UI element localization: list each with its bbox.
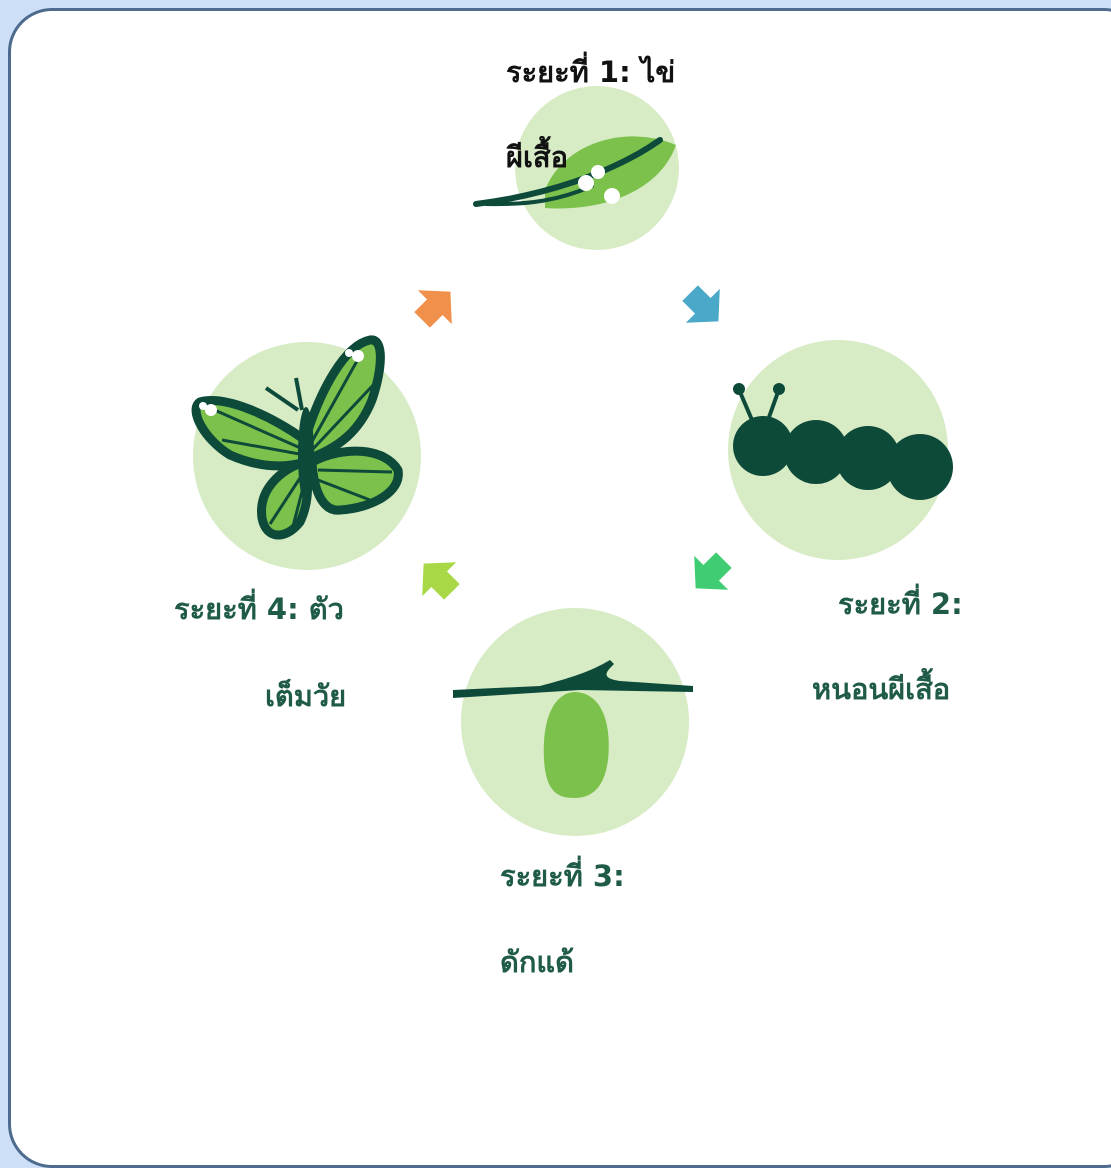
stage-1-label-line2: ผีเสื้อ bbox=[506, 139, 568, 175]
arrow-stage1-to-stage2 bbox=[673, 276, 735, 338]
stage-1-label: ระยะที่ 1: ไข่ bbox=[506, 54, 675, 90]
stage-4-label-line2: เต็มวัย bbox=[265, 678, 346, 714]
stage-4-label: ระยะที่ 4: ตัว bbox=[174, 591, 344, 627]
stage-3-label: ระยะที่ 3: bbox=[500, 858, 625, 894]
stage-2-label-line2: หนอนผีเสื้อ bbox=[812, 671, 950, 707]
stage-2-label: ระยะที่ 2: bbox=[838, 586, 963, 622]
arrow-stage3-to-stage4 bbox=[407, 547, 469, 609]
stage-3-label-line2: ดักแด้ bbox=[500, 944, 574, 980]
arrow-stage2-to-stage3 bbox=[679, 543, 741, 605]
arrow-stage4-to-stage1 bbox=[405, 275, 467, 337]
